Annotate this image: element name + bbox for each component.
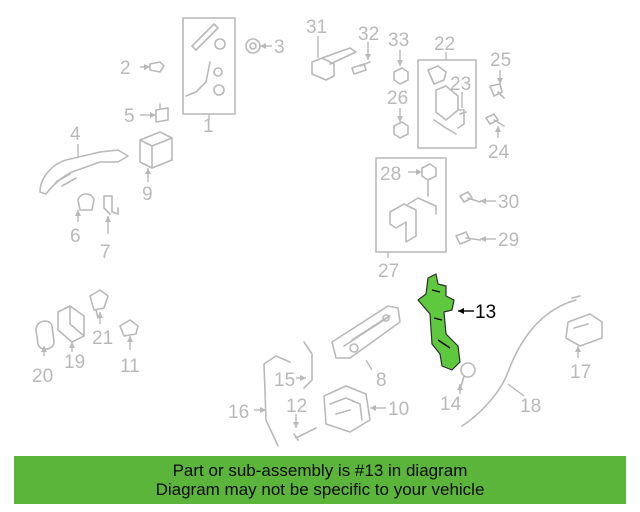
part-12-screw — [293, 414, 317, 441]
part-8-inner-handle — [331, 305, 401, 371]
callout-6: 6 — [70, 226, 81, 247]
banner-line-2: Diagram may not be specific to your vehi… — [155, 480, 485, 499]
part-5-clip — [140, 103, 169, 123]
part-31-striker — [311, 36, 357, 81]
callout-18: 18 — [520, 396, 541, 417]
callout-16: 16 — [228, 402, 249, 423]
callout-14: 14 — [440, 394, 462, 415]
part-33-nut — [393, 50, 409, 85]
part-13-highlighted — [417, 273, 461, 371]
part-29-bolt — [455, 231, 496, 245]
banner-line-1: Part or sub-assembly is #13 in diagram — [172, 461, 468, 480]
callout-22: 22 — [434, 34, 455, 55]
part-14-bolt — [457, 362, 476, 394]
callout-32: 32 — [358, 24, 379, 45]
part-24-bolt — [485, 113, 505, 138]
part-17-bracket — [565, 313, 603, 358]
callout-9: 9 — [142, 184, 153, 205]
part-4-outer-handle — [39, 144, 129, 195]
callout-21: 21 — [92, 328, 113, 349]
callout-4: 4 — [70, 124, 81, 145]
callout-12: 12 — [286, 396, 307, 417]
part-32-bolt — [351, 42, 371, 75]
part-21-cylinder — [89, 289, 109, 324]
callout-31: 31 — [306, 17, 327, 38]
callout-13: 13 — [475, 302, 496, 323]
part-16-rod — [254, 355, 291, 447]
callout-2: 2 — [120, 58, 131, 79]
callout-17: 17 — [570, 362, 591, 383]
part-30-bolt — [459, 191, 496, 204]
part-10-latch — [323, 385, 386, 433]
callout-11: 11 — [120, 356, 140, 377]
callout-5: 5 — [124, 106, 135, 127]
callout-3: 3 — [274, 37, 285, 58]
callout-1: 1 — [203, 116, 214, 137]
part-15-rod — [296, 341, 313, 389]
callout-30: 30 — [498, 192, 519, 213]
part-19-base — [57, 305, 85, 352]
part-11-cap — [119, 319, 139, 350]
callout-10: 10 — [388, 399, 409, 420]
part-3-grommet — [245, 38, 272, 54]
part-20-pad — [35, 320, 55, 356]
callout-15: 15 — [274, 370, 295, 391]
part-9-actuator — [139, 131, 173, 182]
callout-27: 27 — [378, 261, 399, 282]
part-1-group — [182, 17, 236, 120]
part-26-nut — [393, 108, 409, 139]
callout-33: 33 — [388, 30, 409, 51]
part-18-cable — [461, 295, 581, 427]
part-22-group — [417, 52, 477, 149]
callout-19: 19 — [64, 352, 85, 373]
callout-26: 26 — [387, 88, 408, 109]
part-6-cap — [75, 193, 95, 222]
part-25-bolt — [489, 70, 505, 99]
part-27-group — [375, 157, 447, 258]
callout-29: 29 — [498, 230, 519, 251]
callout-20: 20 — [32, 366, 53, 387]
callout-28: 28 — [380, 164, 401, 185]
info-banner: Part or sub-assembly is #13 in diagram D… — [14, 456, 626, 504]
callout-24: 24 — [488, 142, 510, 163]
callout-8: 8 — [376, 370, 387, 391]
part-2-clip — [140, 61, 165, 73]
callout-7: 7 — [100, 242, 111, 263]
part-7-bracket — [103, 195, 119, 234]
callout-25: 25 — [490, 50, 511, 71]
callout-23: 23 — [450, 74, 471, 95]
